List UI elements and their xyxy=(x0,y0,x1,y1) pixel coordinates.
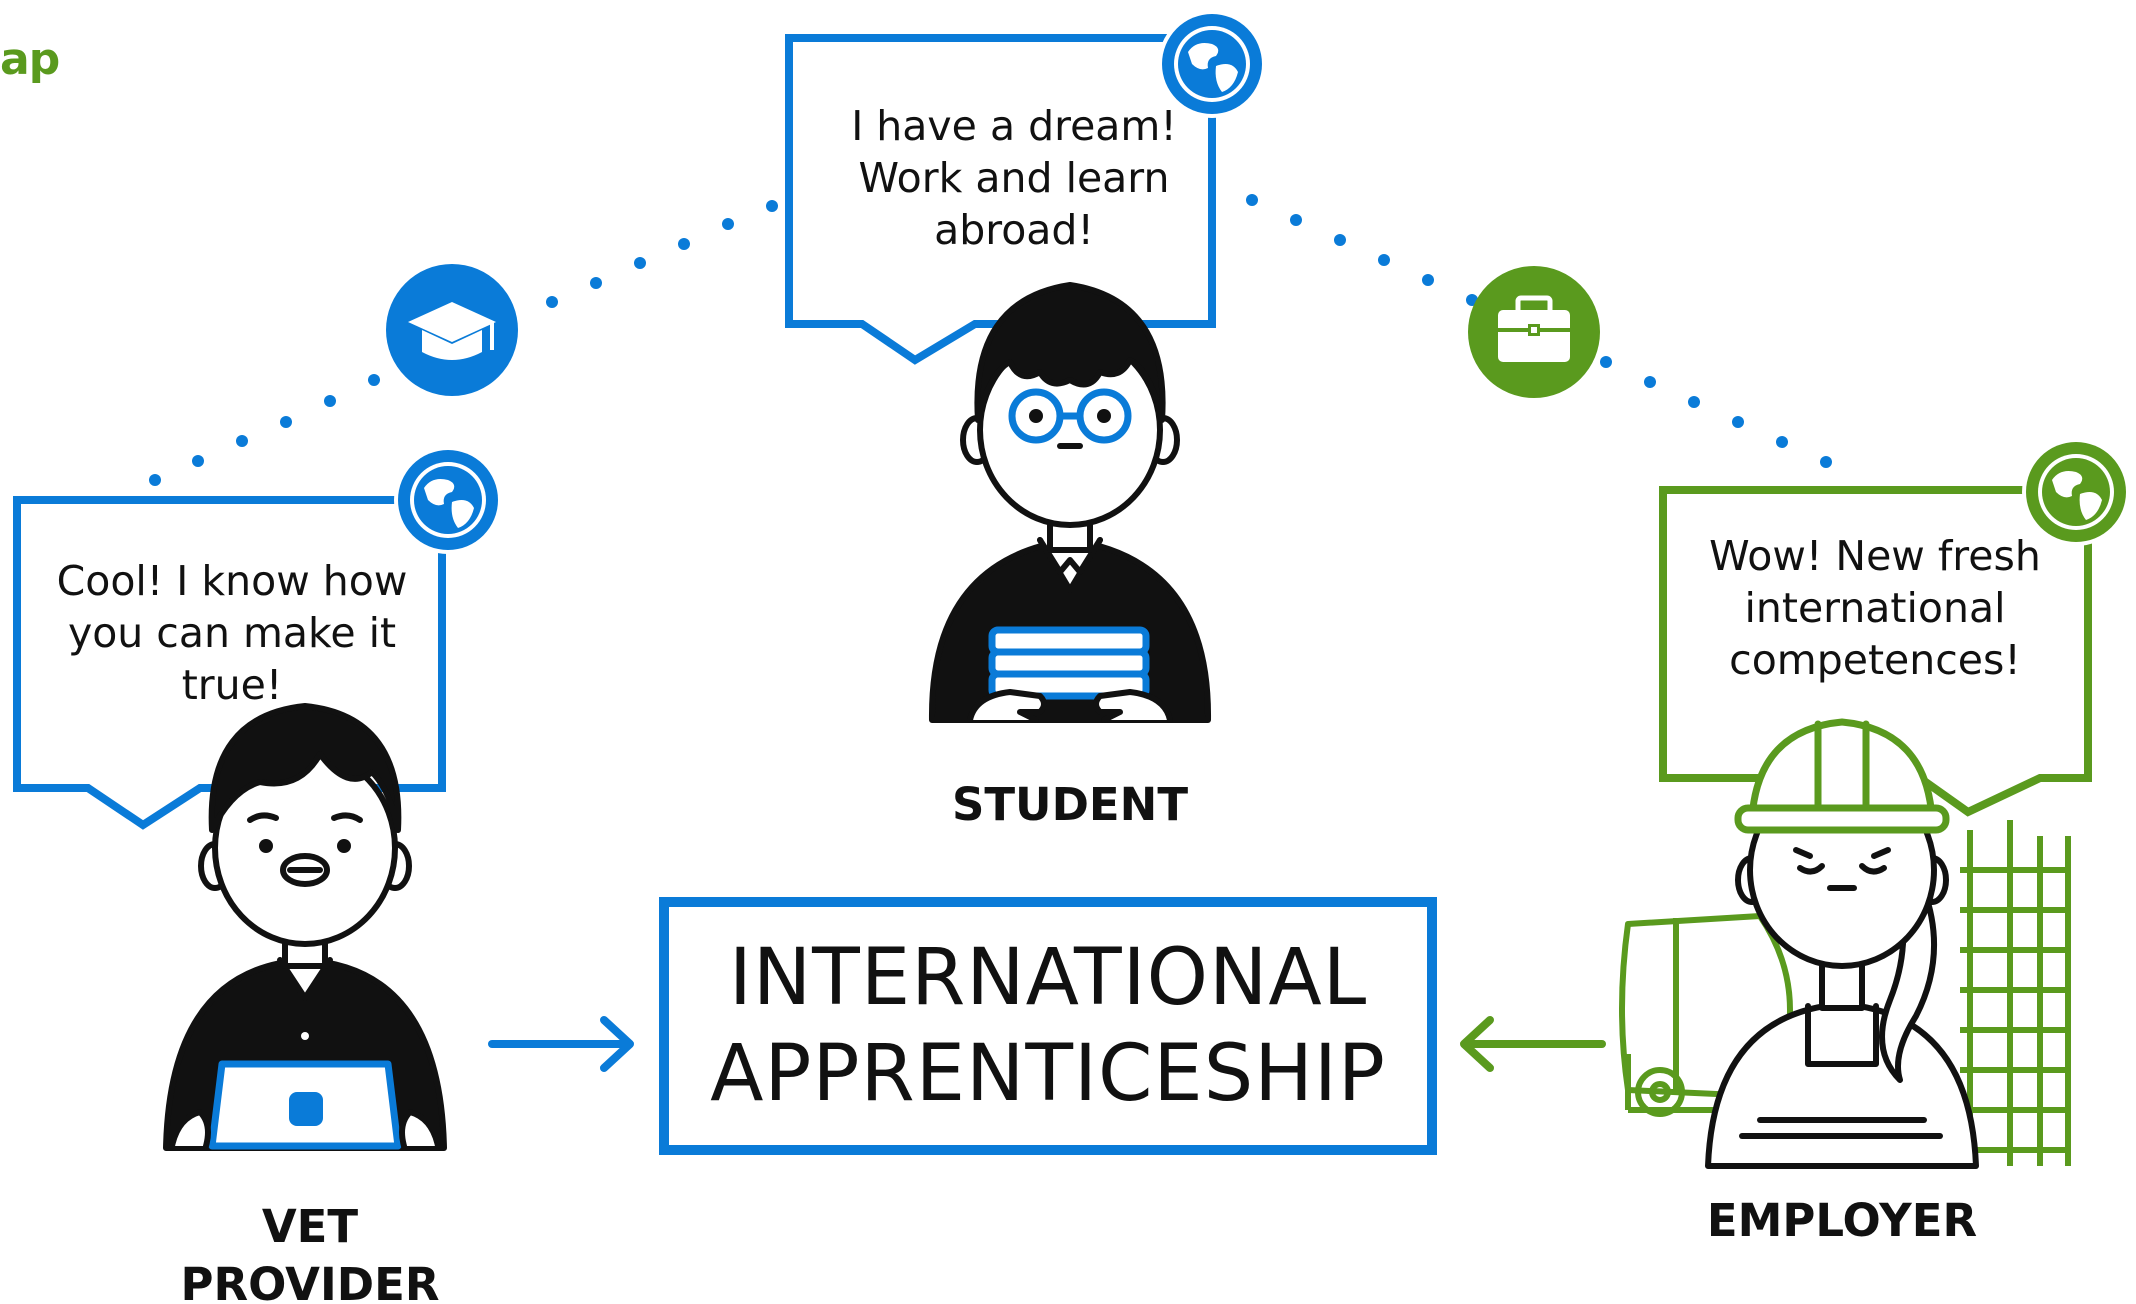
vet-provider-label: VET PROVIDER xyxy=(110,1198,510,1304)
vet-provider-figure xyxy=(163,703,447,1151)
main-title-box xyxy=(659,897,1437,1155)
student-bubble-line: abroad! xyxy=(934,206,1094,254)
arrow-left-icon xyxy=(1460,1016,1606,1072)
dotted-connector-right xyxy=(1202,174,1832,468)
main-title-line: INTERNATIONAL xyxy=(728,933,1368,1023)
graduation-cap-icon xyxy=(386,264,518,396)
student-bubble-line: Work and learn xyxy=(858,154,1170,202)
student-label: STUDENT xyxy=(951,778,1189,831)
vet-provider-label-line: VET xyxy=(261,1200,359,1253)
vet-provider-label-line: PROVIDER xyxy=(180,1258,440,1304)
employer-bubble-text: Wow! New fresh international competences… xyxy=(1663,530,2087,686)
employer-label: EMPLOYER xyxy=(1706,1194,1978,1247)
arrow-right-icon xyxy=(488,1016,634,1072)
student-figure xyxy=(928,282,1212,723)
dotted-connector-left xyxy=(149,200,778,486)
globe-icon xyxy=(2022,438,2130,546)
briefcase-icon xyxy=(1468,266,1600,398)
main-title: INTERNATIONAL APPRENTICESHIP xyxy=(664,930,1432,1122)
employer-figure xyxy=(1705,718,1979,1169)
globe-icon xyxy=(1158,10,1266,118)
vet-bubble-line: you can make it xyxy=(67,609,397,657)
cropped-heading-text: ap xyxy=(0,34,60,85)
scaffolding-icon xyxy=(1960,820,2071,1166)
vet-bubble-line: true! xyxy=(181,661,283,709)
main-title-line: APPRENTICESHIP xyxy=(710,1029,1386,1119)
student-bubble-text: I have a dream! Work and learn abroad! xyxy=(789,100,1239,256)
vet-bubble-text: Cool! I know how you can make it true! xyxy=(22,555,442,711)
employer-bubble-line: international xyxy=(1744,584,2006,632)
vet-bubble-line: Cool! I know how xyxy=(56,557,408,605)
employer-bubble-line: Wow! New fresh xyxy=(1709,532,2041,580)
employer-bubble-line: competences! xyxy=(1729,636,2021,684)
student-bubble-line: I have a dream! xyxy=(851,102,1177,150)
globe-icon xyxy=(394,446,502,554)
